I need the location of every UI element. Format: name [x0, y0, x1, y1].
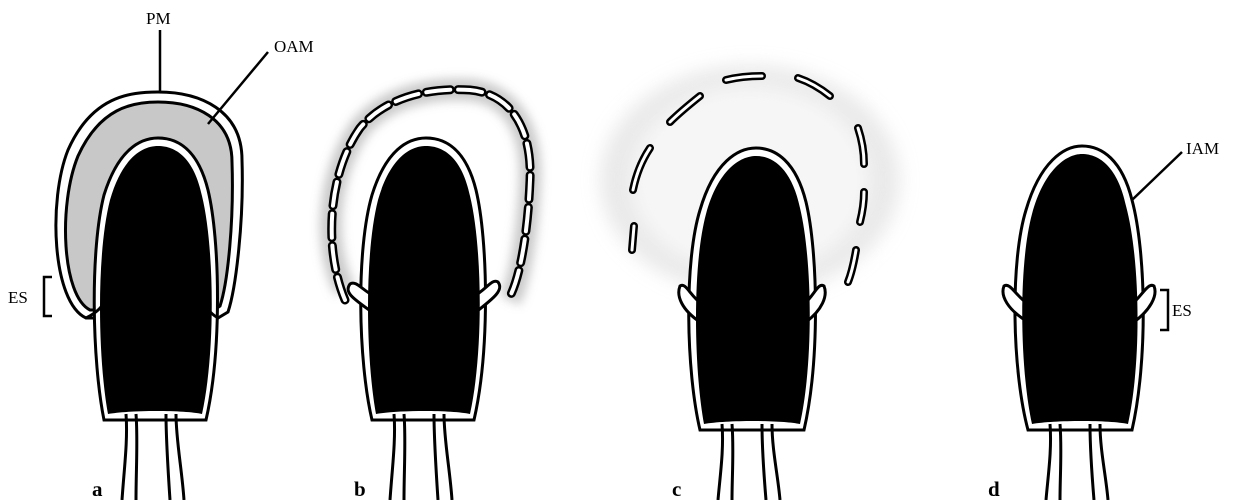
- panel-letter-c: c: [672, 477, 681, 500]
- nucleus: [100, 146, 212, 414]
- es-label-a: ES: [8, 288, 28, 307]
- oam-label: OAM: [274, 37, 314, 56]
- panel-letters: a b c d: [92, 477, 1000, 500]
- panel-b: [331, 90, 530, 500]
- panel-a: [56, 92, 242, 500]
- tail: [122, 414, 184, 500]
- nucleus: [696, 156, 810, 424]
- panel-letter-b: b: [354, 477, 366, 500]
- tail: [1046, 424, 1108, 500]
- nucleus: [1022, 154, 1137, 424]
- pm-label: PM: [146, 9, 171, 28]
- panel-letter-a: a: [92, 477, 103, 500]
- panel-c: [600, 65, 900, 500]
- es-label-d: ES: [1172, 301, 1192, 320]
- iam-leader-line: [1132, 152, 1182, 200]
- es-bracket-a: [44, 277, 52, 316]
- panel-letter-d: d: [988, 477, 1000, 500]
- iam-label: IAM: [1186, 139, 1219, 158]
- nucleus: [368, 146, 480, 414]
- tail: [390, 414, 452, 500]
- es-bracket-d: [1160, 290, 1168, 330]
- oam-leader-line: [208, 52, 268, 124]
- tail: [718, 424, 780, 500]
